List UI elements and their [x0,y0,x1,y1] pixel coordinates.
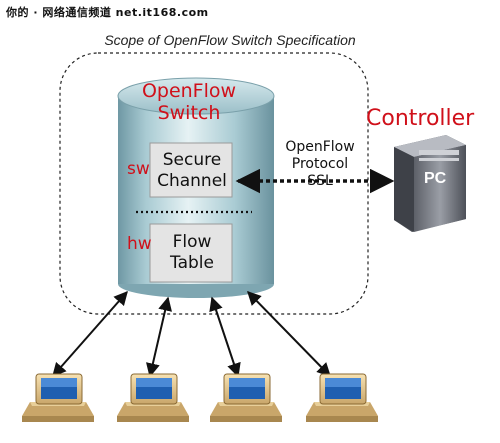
link-host-3 [209,296,241,378]
host-links [52,290,331,378]
link-host-2 [146,296,172,378]
protocol-line3: SSL [307,173,333,189]
protocol-label: OpenFlow Protocol SSL [272,139,368,190]
switch-title-line2: Switch [157,102,221,124]
host-computer-icon [117,373,189,422]
pc-label: PC [424,170,447,187]
flow-table-line1: Flow [172,232,212,252]
secure-channel-label: Secure Channel [152,150,232,192]
secure-channel-line2: Channel [157,171,227,191]
sw-layer-label: sw [127,159,150,179]
flow-table-line2: Table [170,253,214,273]
protocol-line1: OpenFlow [285,139,355,155]
link-host-1 [52,290,128,378]
flow-table-box [149,223,233,283]
server-tower-icon [394,135,466,232]
watermark-text: 你的 · 网络通信频道 net.it168.com [6,6,209,19]
hw-layer-label: hw [127,234,152,254]
host-computer-icon [210,373,282,422]
protocol-line2: Protocol [291,156,349,172]
host-computer-icon [306,373,378,422]
secure-channel-box [149,142,233,198]
flow-table-label: Flow Table [152,232,232,274]
host-computer-icon [22,373,94,422]
scope-title: Scope of OpenFlow Switch Specification [104,32,356,48]
switch-title-line1: OpenFlow [141,80,237,102]
secure-channel-line1: Secure [162,150,222,170]
switch-title: OpenFlow Switch [128,80,250,124]
controller-label: Controller [366,106,475,131]
link-host-4 [247,290,331,378]
